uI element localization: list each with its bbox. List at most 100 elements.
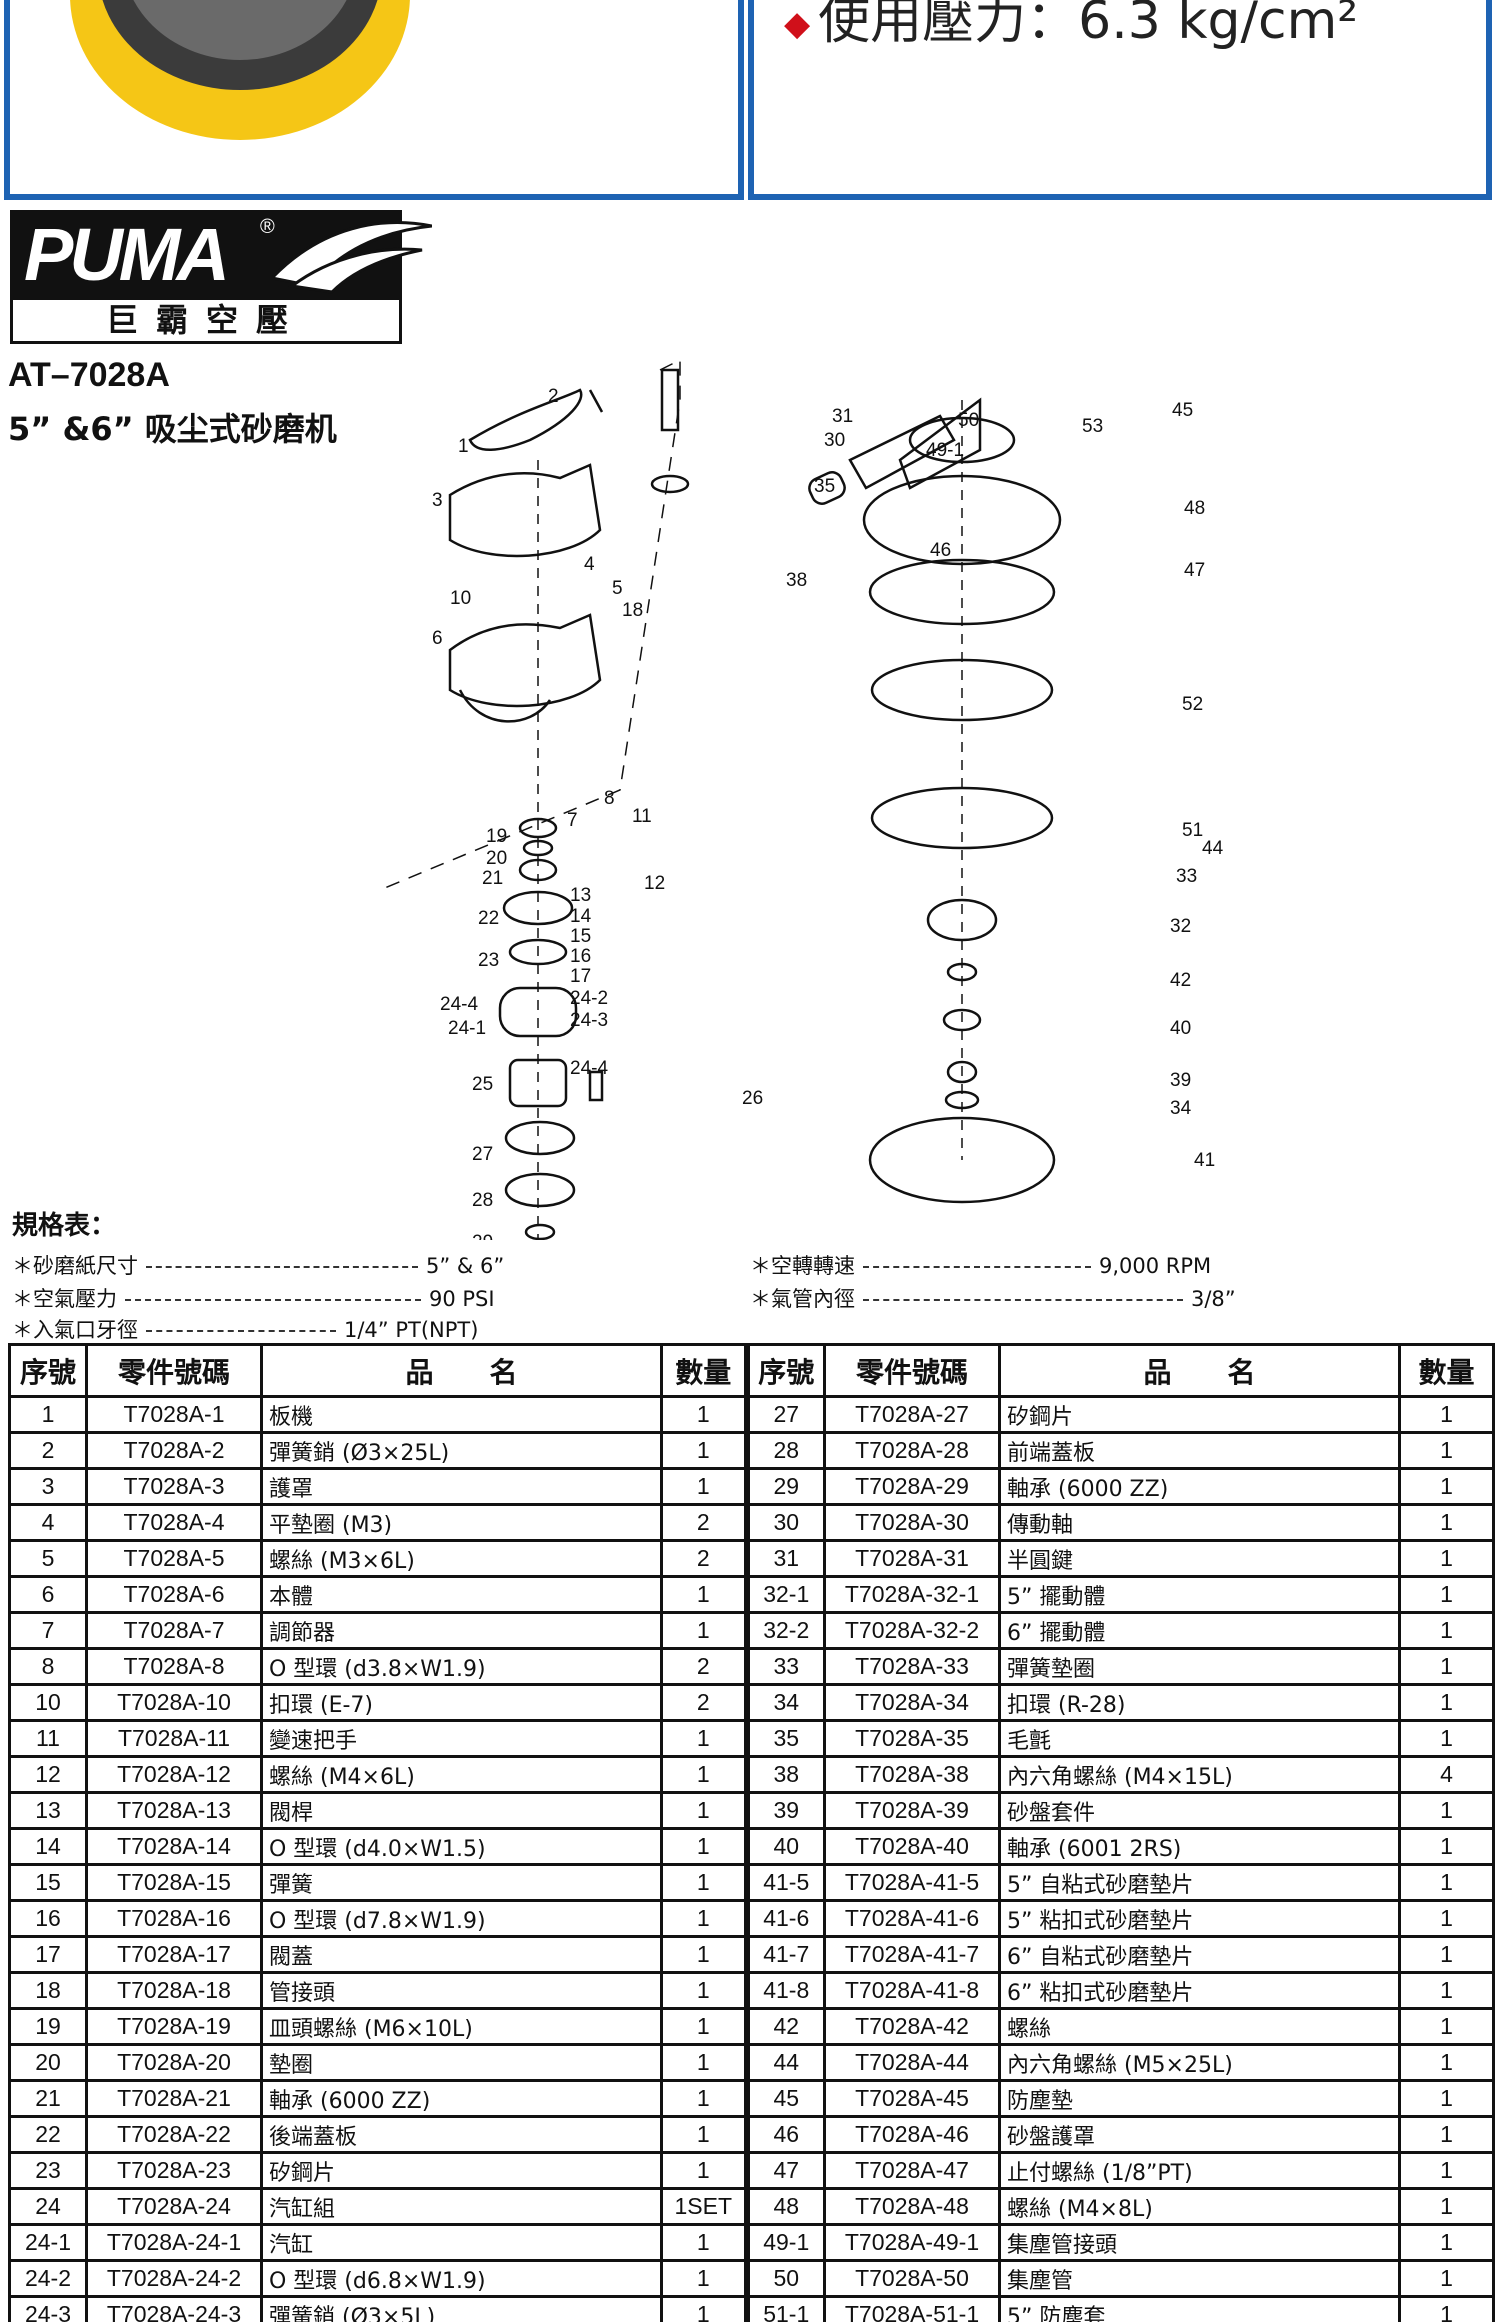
cell-part-number: T7028A-1	[85, 1395, 263, 1434]
part-callout-label: 29	[472, 1232, 493, 1240]
cell-no: 24	[8, 2187, 88, 2226]
cell-description: 砂盤套件	[998, 1791, 1401, 1830]
cell-qty: 1	[1398, 2043, 1495, 2082]
cell-description: 彈簧	[260, 1863, 663, 1902]
cell-no: 20	[8, 2043, 88, 2082]
cell-description: 調節器	[260, 1611, 663, 1650]
cell-description: O 型環 (d6.8×W1.9)	[260, 2259, 663, 2298]
col-header-no: 序號	[743, 1343, 826, 1398]
cell-no: 33	[743, 1647, 826, 1686]
part-kit-39	[946, 1060, 978, 1084]
cell-qty: 1	[660, 2223, 748, 2262]
cell-description: 閥桿	[260, 1791, 663, 1830]
cell-no: 21	[8, 2079, 88, 2118]
cell-description: O 型環 (d4.0×W1.5)	[260, 1827, 663, 1866]
cell-description: 汽缸	[260, 2223, 663, 2262]
col-header-description: 品 名	[260, 1343, 663, 1398]
cell-description: O 型環 (d3.8×W1.9)	[260, 1647, 663, 1686]
cell-no: 2	[8, 1431, 88, 1470]
cell-no: 24-1	[8, 2223, 88, 2262]
cell-description: 內六角螺絲 (M5×25L)	[998, 2043, 1401, 2082]
cell-description: 5” 自粘式砂磨墊片	[998, 1863, 1401, 1902]
cell-qty: 1	[660, 1755, 748, 1794]
part-callout-label: 7	[567, 810, 578, 831]
part-callout-label: 25	[472, 1074, 493, 1095]
cell-no: 13	[8, 1791, 88, 1830]
part-pad-41	[868, 1116, 1056, 1204]
specs-title: 規格表：	[12, 1211, 117, 1241]
diagram-labels: 12345678101112131415161718192021222324-4…	[432, 386, 1224, 1253]
part-callout-label: 47	[1184, 560, 1205, 581]
cell-qty: 1	[660, 2259, 748, 2298]
cell-qty: 1	[1398, 1683, 1495, 1722]
part-callout-label: 35	[814, 476, 835, 497]
part-bolt-19	[518, 817, 558, 839]
cell-no: 4	[8, 1503, 88, 1542]
cell-no: 27	[743, 1395, 826, 1434]
part-callout-label: 44	[1202, 838, 1224, 859]
cell-part-number: T7028A-50	[823, 2259, 1001, 2298]
cell-description: 板機	[260, 1395, 663, 1434]
cell-no: 23	[8, 2151, 88, 2190]
cell-description: 彈簧墊圈	[998, 1647, 1401, 1686]
cell-no: 22	[8, 2115, 88, 2154]
cell-qty: 1	[1398, 1971, 1495, 2010]
part-callout-label: 46	[930, 540, 951, 561]
part-callout-label: 15	[570, 926, 591, 947]
spec-label: ＊氣管內徑	[750, 1287, 855, 1311]
cell-qty: 1	[660, 1791, 748, 1830]
part-callout-label: 10	[450, 588, 471, 609]
col-header-qty: 數量	[1398, 1343, 1495, 1398]
cell-part-number: T7028A-7	[85, 1611, 263, 1650]
cell-part-number: T7028A-48	[823, 2187, 1001, 2226]
cell-part-number: T7028A-32-2	[823, 1611, 1001, 1650]
cell-no: 42	[743, 2007, 826, 2046]
spec-value: 5” & 6”	[426, 1254, 505, 1278]
cell-qty: 1	[660, 1575, 748, 1614]
cell-part-number: T7028A-10	[85, 1683, 263, 1722]
cell-part-number: T7028A-40	[823, 1827, 1001, 1866]
cell-no: 1	[8, 1395, 88, 1434]
part-callout-label: 39	[1170, 1070, 1191, 1091]
cell-qty: 1	[1398, 1575, 1495, 1614]
cell-part-number: T7028A-35	[823, 1719, 1001, 1758]
cell-qty: 2	[660, 1539, 748, 1578]
part-callout-label: 38	[786, 570, 807, 591]
cell-description: 扣環 (R-28)	[998, 1683, 1401, 1722]
spec-paper-size: ＊砂磨紙尺寸 5” & 6”	[12, 1250, 504, 1280]
cell-part-number: T7028A-22	[85, 2115, 263, 2154]
cell-part-number: T7028A-46	[823, 2115, 1001, 2154]
cell-qty: 1	[660, 1971, 748, 2010]
part-hose-joint-49	[808, 471, 846, 505]
col-header-description: 品 名	[998, 1343, 1401, 1398]
cell-no: 41-5	[743, 1863, 826, 1902]
cell-part-number: T7028A-24-2	[85, 2259, 263, 2298]
part-callout-label: 5	[612, 578, 623, 599]
cell-no: 24-3	[8, 2295, 88, 2322]
cell-qty: 1	[1398, 1647, 1495, 1686]
cell-qty: 2	[660, 1683, 748, 1722]
part-felt-35	[650, 474, 690, 494]
cell-part-number: T7028A-30	[823, 1503, 1001, 1542]
cell-part-number: T7028A-5	[85, 1539, 263, 1578]
part-dust-bag-53	[898, 397, 982, 490]
part-plate-27	[504, 1120, 576, 1156]
cell-part-number: T7028A-32-1	[823, 1575, 1001, 1614]
cell-description: 矽鋼片	[260, 2151, 663, 2190]
cell-part-number: T7028A-20	[85, 2043, 263, 2082]
logo-subtitle: 巨霸空壓	[10, 300, 402, 344]
cell-no: 34	[743, 1683, 826, 1722]
spec-label: ＊砂磨紙尺寸	[12, 1254, 138, 1278]
cell-part-number: T7028A-28	[823, 1431, 1001, 1470]
cell-description: 螺絲 (M3×6L)	[260, 1539, 663, 1578]
cell-qty: 1	[1398, 1539, 1495, 1578]
cell-part-number: T7028A-42	[823, 2007, 1001, 2046]
